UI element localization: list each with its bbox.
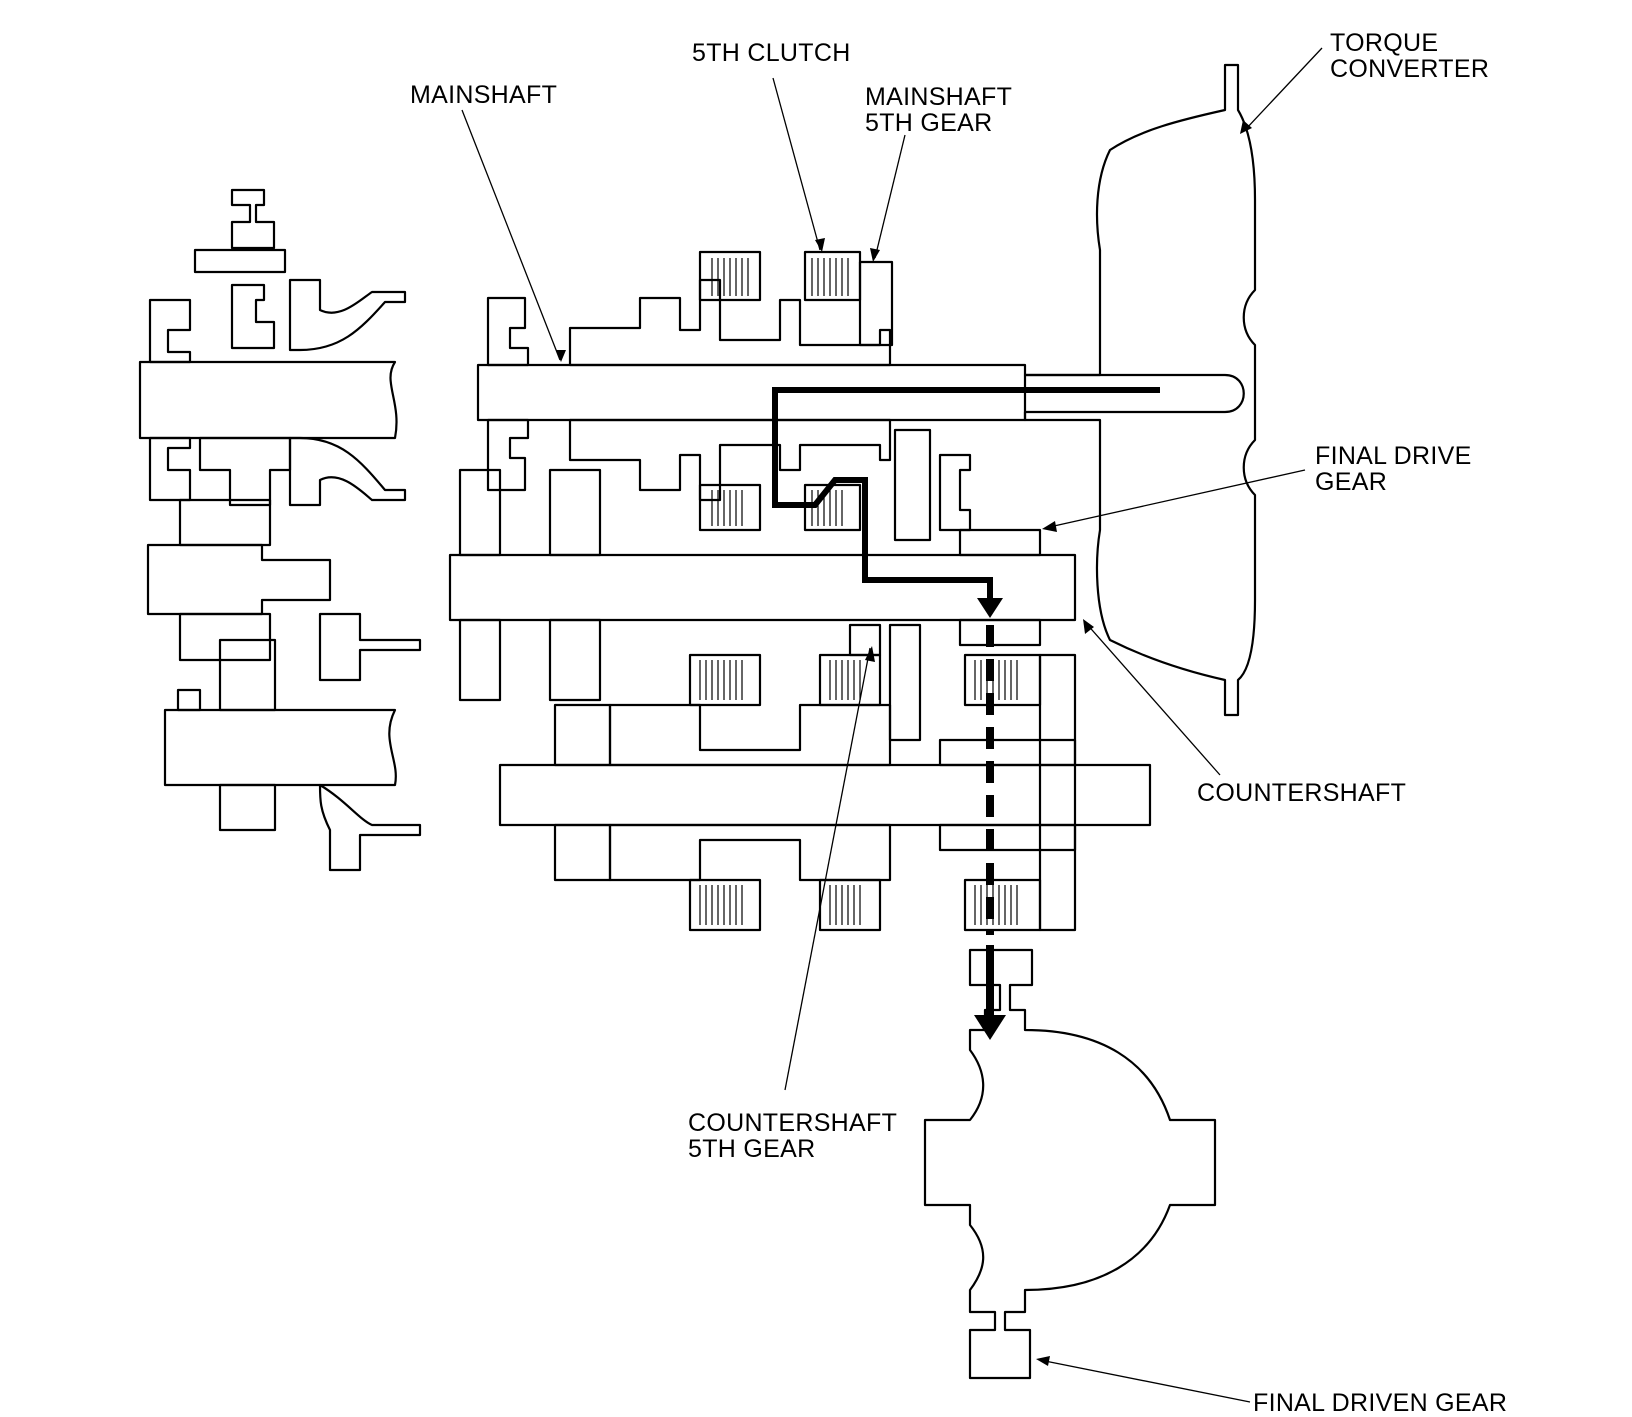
differential-housing bbox=[923, 948, 1217, 1380]
left-shaft-assembly bbox=[138, 188, 422, 872]
leader-countershaft-5th-gear bbox=[784, 647, 871, 1091]
leader-countershaft bbox=[1084, 621, 1221, 776]
label-5th-clutch: 5TH CLUTCH bbox=[692, 39, 851, 67]
label-torque-converter-line1: TORQUE bbox=[1330, 29, 1439, 57]
leader-mainshaft-5th-gear bbox=[874, 134, 906, 259]
middle-shaft-body bbox=[448, 553, 1077, 622]
label-mainshaft-5th-gear-line1: MAINSHAFT bbox=[865, 83, 1013, 111]
label-final-drive-gear-line2: GEAR bbox=[1315, 468, 1388, 496]
label-final-drive-gear-line1: FINAL DRIVE bbox=[1315, 442, 1472, 470]
label-countershaft-5th-gear-line1: COUNTERSHAFT bbox=[688, 1109, 898, 1137]
torque-converter-housing bbox=[1023, 63, 1257, 717]
leader-final-driven-gear bbox=[1039, 1359, 1251, 1403]
label-countershaft: COUNTERSHAFT bbox=[1197, 779, 1407, 807]
label-mainshaft-5th-gear-line2: 5TH GEAR bbox=[865, 109, 993, 137]
leader-mainshaft bbox=[461, 109, 561, 361]
mainshaft-body bbox=[476, 363, 1245, 422]
label-torque-converter-line2: CONVERTER bbox=[1330, 55, 1490, 83]
label-final-drive-gear: FINAL DRIVE GEAR bbox=[1315, 443, 1472, 495]
leader-5th-clutch bbox=[772, 77, 821, 251]
leader-final-drive-gear bbox=[1044, 469, 1306, 529]
leader-torque-converter bbox=[1244, 47, 1323, 131]
power-flow-path bbox=[772, 387, 1160, 1040]
leader-lines bbox=[461, 47, 1323, 1403]
label-countershaft-5th-gear: COUNTERSHAFT 5TH GEAR bbox=[688, 1110, 897, 1162]
label-countershaft-5th-gear-line2: 5TH GEAR bbox=[688, 1135, 816, 1163]
label-final-driven-gear: FINAL DRIVEN GEAR bbox=[1253, 1389, 1508, 1417]
label-torque-converter: TORQUE CONVERTER bbox=[1330, 30, 1489, 82]
countershaft-body bbox=[498, 763, 1152, 827]
main-transmission-body bbox=[448, 250, 1245, 932]
label-mainshaft: MAINSHAFT bbox=[410, 81, 558, 109]
label-mainshaft-5th-gear: MAINSHAFT 5TH GEAR bbox=[865, 84, 1012, 136]
